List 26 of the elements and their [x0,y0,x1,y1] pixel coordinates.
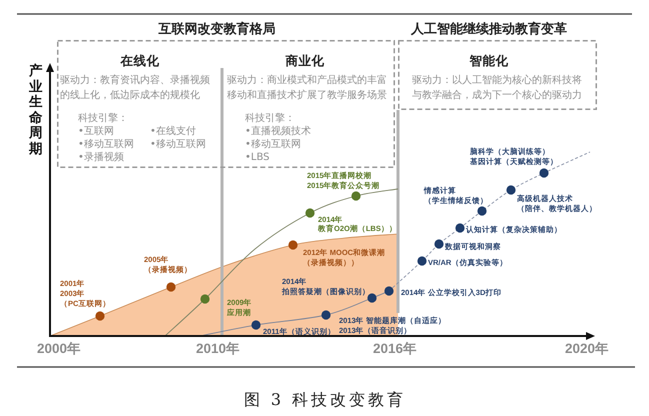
dashed-panel [398,22,597,110]
dashed-panel [57,22,395,168]
list-item: •在线支付 [150,124,196,138]
list-item: •录播视频 [78,150,124,164]
panel-heading: 互联网改变教育格局 [158,22,276,38]
list-item: •直播视频技术 [245,124,311,138]
description-text: 驱动力：商业模式和产品模式的丰富移动和直播技术扩展了教学服务场景 [227,74,388,102]
axis-title: 产业生命周期 [29,64,43,157]
section-heading: 在线化 [120,52,160,68]
tick-label: 2000年 [36,341,82,357]
description-text: 驱动力：以人工智能为核心的新科技将与教学融合，成为下一个核心的驱动力 [412,74,583,102]
section-heading: 智能化 [470,52,508,68]
tick-label: 2010年 [196,341,240,357]
list-item: •移动互联网 [150,138,206,150]
description-text: 驱动力：教育资讯内容、录播视频的线上化，低边际成本的规模化 [60,74,211,102]
list-heading: 科技引擎： [78,112,128,124]
panel-heading: 人工智能继续推动教育变革 [411,22,567,38]
section-heading: 商业化 [286,52,324,68]
list-heading: 科技引擎： [245,112,295,124]
list-item: •互联网 [78,124,114,138]
tick-label: 2016年 [372,341,418,357]
figure-caption: 图 3 科技改变教育 [244,390,406,410]
list-item: •移动互联网 [245,138,301,150]
tick-label: 2020年 [564,341,610,357]
list-item: •LBS [245,150,270,164]
list-item: •移动互联网 [78,138,134,150]
